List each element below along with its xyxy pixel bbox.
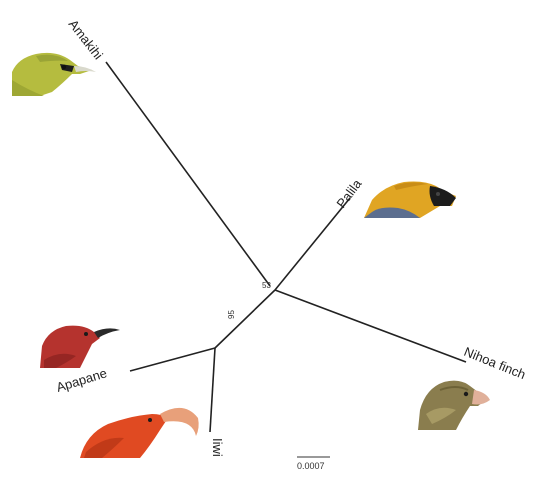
branch-amakihi — [105, 61, 271, 287]
palila-bird-head-icon — [364, 181, 456, 218]
taxon-label-palila: Palila — [333, 176, 365, 211]
amakihi-bird-head-icon — [12, 52, 96, 96]
iiwi-bird-head-icon — [80, 407, 199, 458]
nihoa-finch-bird-head-icon — [418, 380, 490, 430]
branch-palila — [274, 197, 351, 291]
apapane-bird-head-icon — [40, 325, 120, 368]
support-value-lower: 95 — [227, 310, 236, 319]
tree-branches — [105, 61, 467, 433]
taxon-label-amakihi: Amakihi — [66, 17, 106, 63]
scale-bar-label: 0.0007 — [297, 461, 325, 471]
branch-iiwi — [209, 347, 216, 433]
support-value-upper: 53 — [262, 281, 271, 290]
taxon-label-iiwi: Iiwi — [210, 438, 225, 457]
scale-bar: 0.0007 — [297, 456, 330, 471]
taxon-label-apapane: Apapane — [54, 365, 108, 395]
branch-apapane — [129, 347, 216, 372]
branch-internal — [214, 289, 276, 349]
taxon-label-nihoa-finch: Nihoa finch — [462, 344, 528, 382]
branch-nihoa-finch — [274, 289, 467, 363]
